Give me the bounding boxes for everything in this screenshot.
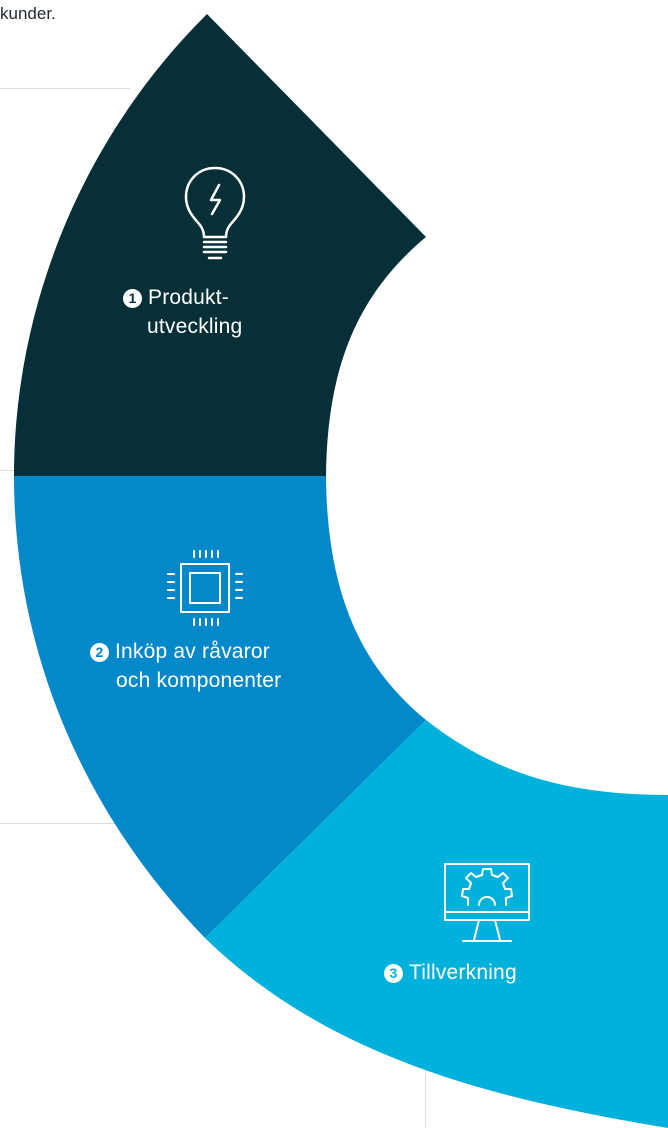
segment-1-label: 1 Produkt- utveckling — [123, 283, 242, 341]
segment-3-manufacturing — [205, 720, 668, 1128]
segment-2-label-line-2: och komponenter — [116, 669, 282, 692]
guide-line-vertical — [425, 1040, 426, 1128]
lightbulb-icon — [184, 166, 246, 260]
guide-line-middle — [0, 470, 14, 471]
segment-1-product-development — [14, 14, 426, 476]
segment-2-label: 2 Inköp av råvaror och komponenter — [90, 637, 281, 695]
step-number-3: 3 — [384, 964, 403, 983]
guide-line-lower — [0, 823, 130, 824]
segment-1-label-line-2: utveckling — [147, 315, 243, 338]
segment-1-label-line-1: Produkt- — [148, 286, 229, 309]
guide-line-top — [0, 88, 130, 89]
step-number-2: 2 — [90, 643, 109, 662]
step-number-1: 1 — [123, 289, 142, 308]
segment-2-label-line-1: Inköp av råvaror — [115, 640, 270, 663]
segment-3-label-line-1: Tillverkning — [409, 961, 517, 984]
monitor-gear-icon — [444, 863, 530, 942]
segment-3-label: 3 Tillverkning — [384, 958, 517, 987]
intro-text: kunder. — [0, 4, 56, 23]
segment-2-purchasing — [14, 476, 426, 938]
microchip-icon — [167, 550, 243, 626]
